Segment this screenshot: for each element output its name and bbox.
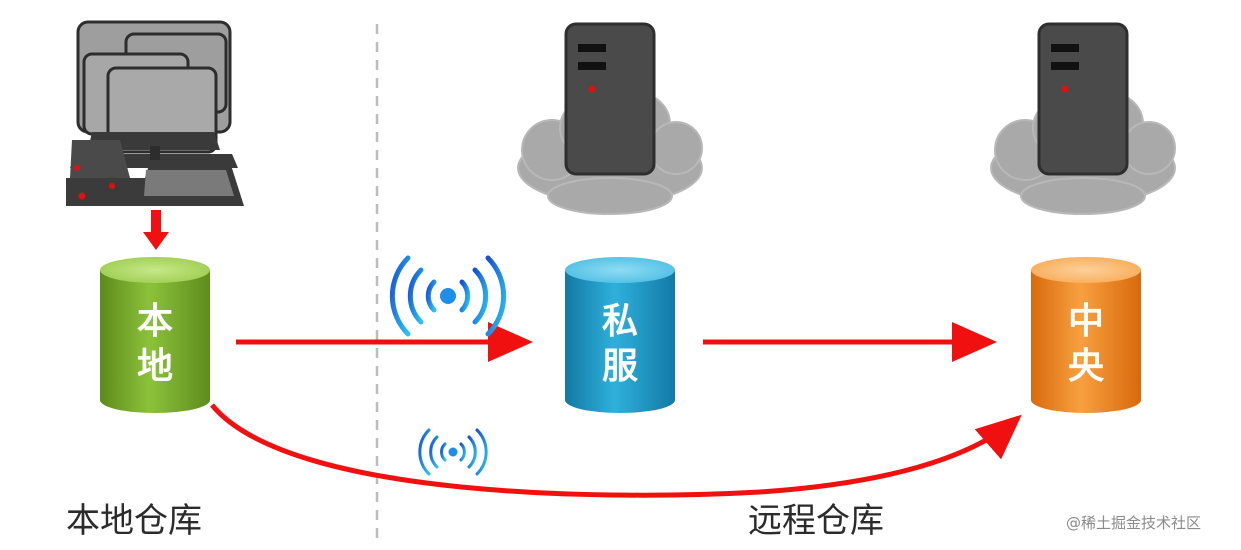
watermark: @稀土掘金技术社区	[1066, 514, 1202, 532]
local-repo-label-2: 地	[137, 346, 173, 387]
wireless-signal-small-icon	[418, 428, 488, 476]
central-repo-label-2: 央	[1068, 346, 1105, 387]
remote-repository-caption: 远程仓库	[748, 501, 884, 541]
server-icon	[564, 22, 656, 176]
private-repo-cylinder: 私 服	[565, 257, 675, 413]
private-server-icon	[517, 22, 703, 215]
server-icon	[1037, 22, 1129, 176]
arrow-local-to-central	[210, 403, 1022, 498]
central-repo-cylinder: 中 央	[1031, 257, 1141, 413]
private-repo-label-2: 服	[602, 346, 638, 387]
central-repo-label-1: 中	[1068, 301, 1104, 342]
computers-icon	[66, 20, 244, 206]
local-repo-label-1: 本	[137, 301, 173, 342]
local-repository-caption: 本地仓库	[66, 501, 202, 541]
central-server-icon	[990, 22, 1176, 215]
local-repo-cylinder: 本 地	[100, 257, 210, 413]
down-arrow	[143, 210, 169, 250]
wireless-signal-icon	[389, 255, 507, 337]
private-repo-label-1: 私	[602, 301, 638, 342]
